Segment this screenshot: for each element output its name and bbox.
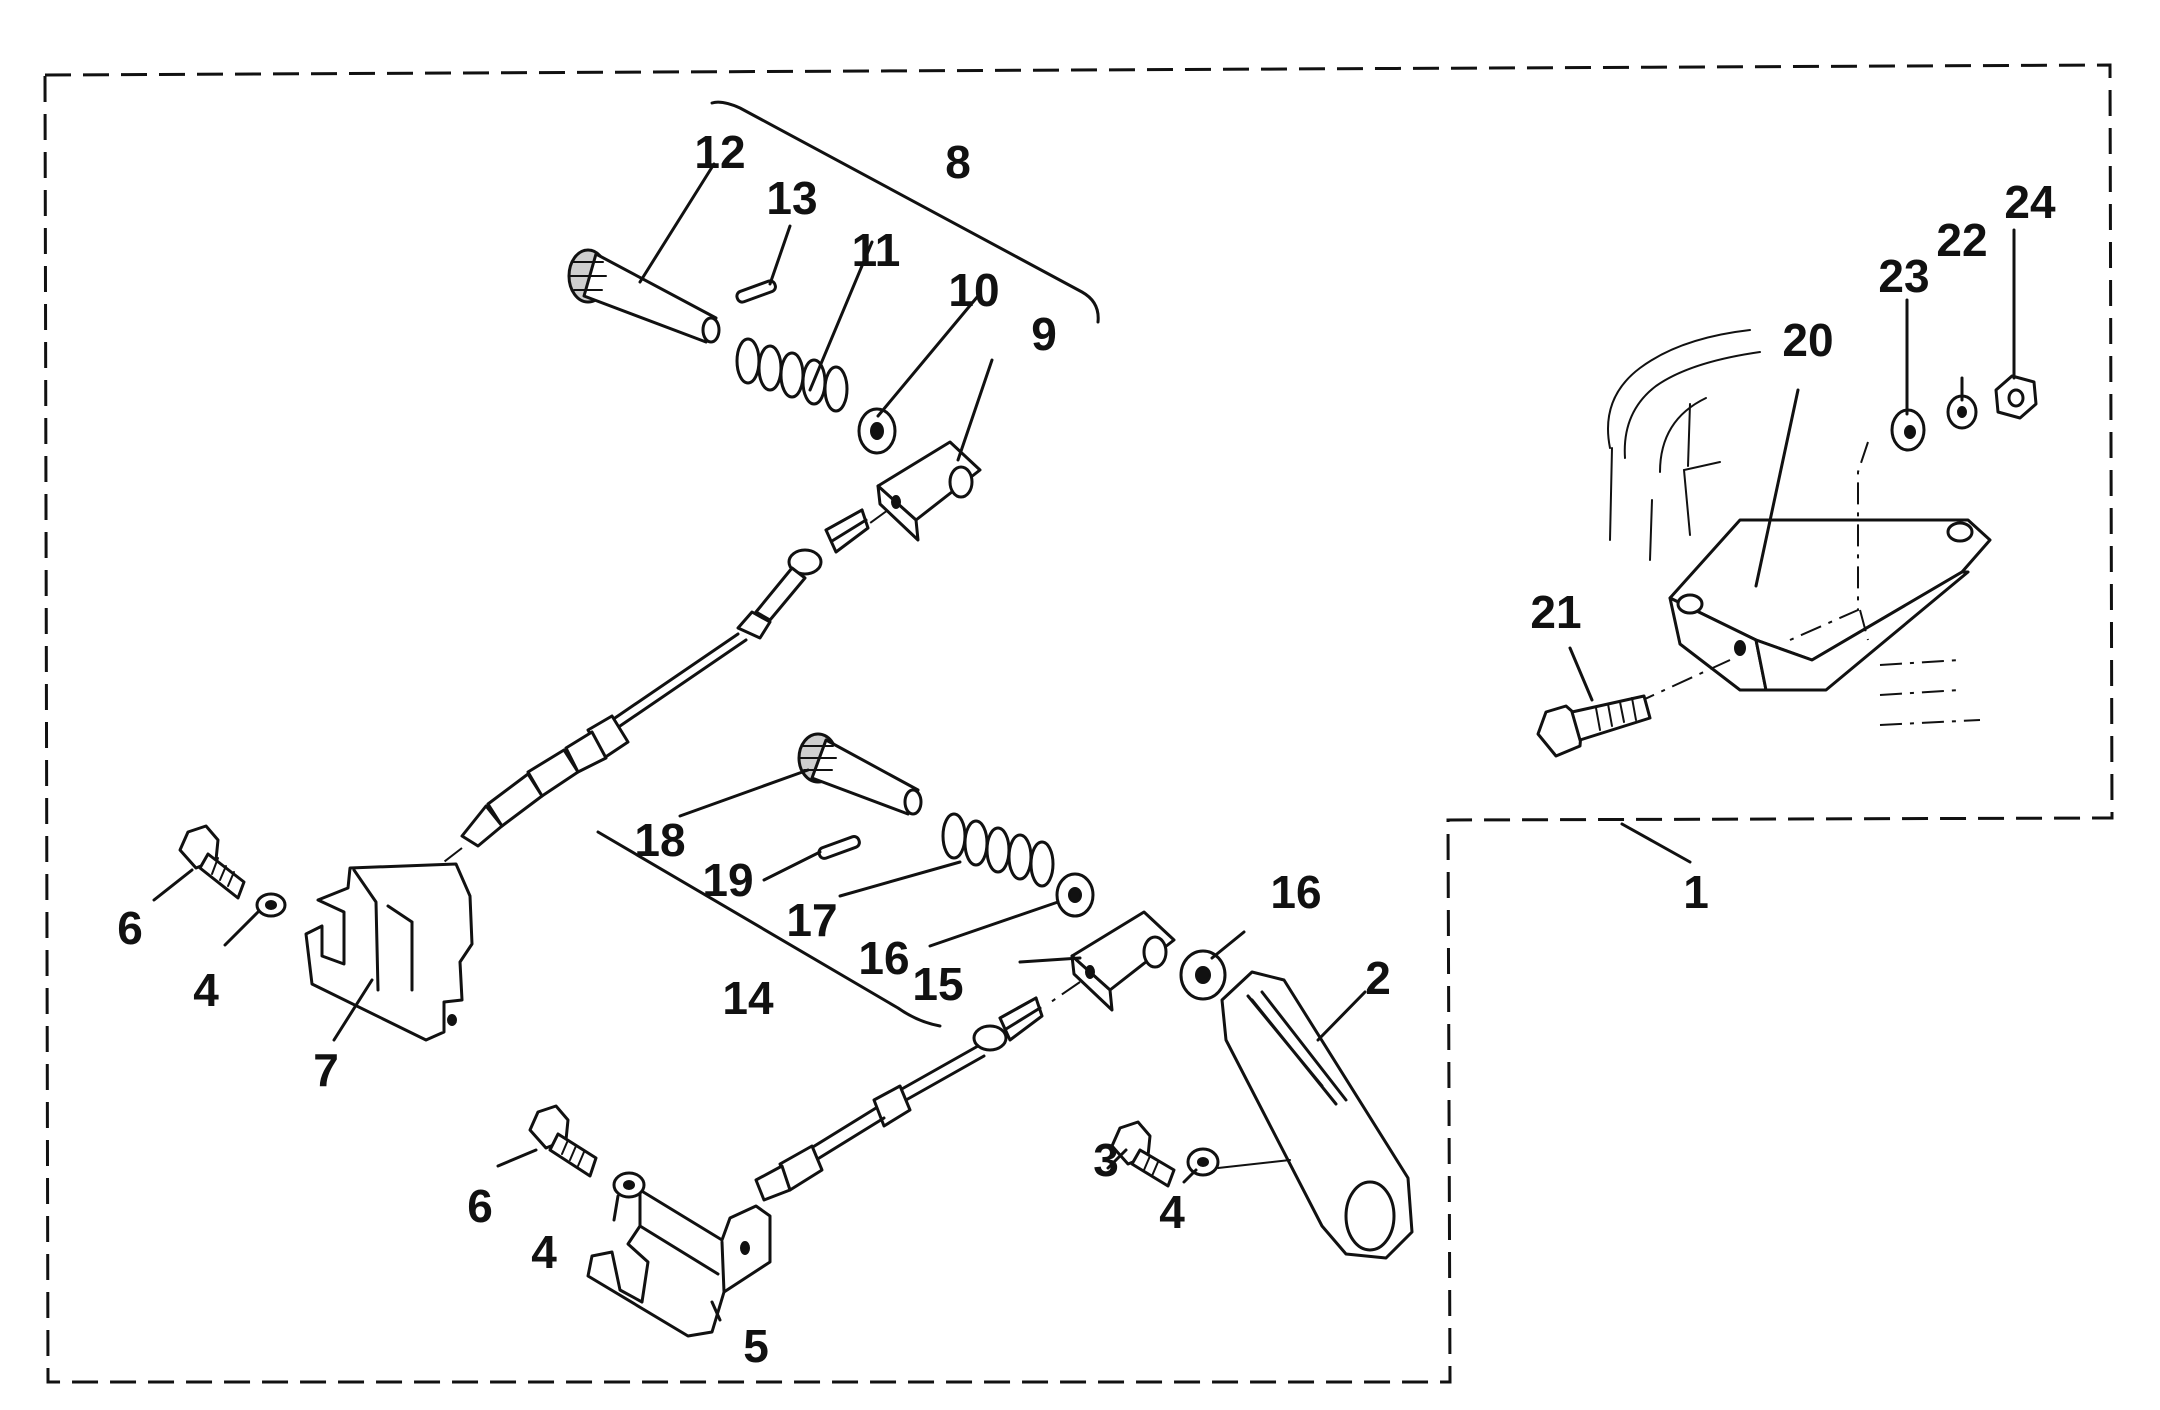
callout-22: 22	[1936, 214, 1987, 266]
callout-20: 20	[1782, 314, 1833, 366]
washer-4-lower-left	[612, 1171, 646, 1199]
shift-cable-lower	[754, 996, 1044, 1202]
callout-6-lower: 6	[467, 1180, 493, 1232]
callout-4-lower-left: 4	[531, 1226, 557, 1278]
callout-21: 21	[1530, 586, 1581, 638]
callout-4-lower-right: 4	[1159, 1186, 1185, 1238]
callout-7: 7	[313, 1044, 339, 1096]
assembly-8-bracket	[710, 100, 1100, 324]
kit-boundary	[43, 63, 2114, 1384]
callout-labels: 1 2 3 4 4 4 5 6 6 7 8 9 10 11 12 13 14 1…	[117, 126, 2056, 1372]
bracket-7	[304, 862, 474, 1042]
callout-24: 24	[2004, 176, 2056, 228]
leader-lines	[152, 162, 2016, 1322]
washer-10	[857, 407, 897, 455]
callout-16-right: 16	[1270, 866, 1321, 918]
callout-9: 9	[1031, 308, 1057, 360]
bracket-5	[586, 1188, 772, 1338]
callout-3: 3	[1093, 1134, 1119, 1186]
washer-16-left	[1055, 872, 1095, 918]
clevis-15	[1070, 910, 1176, 1012]
callout-10: 10	[948, 264, 999, 316]
callout-2: 2	[1365, 952, 1391, 1004]
knob-pin-18	[797, 732, 923, 816]
washer-23	[1890, 408, 1926, 452]
callout-1: 1	[1683, 866, 1709, 918]
pin-13	[735, 279, 777, 304]
callout-6-upper: 6	[117, 902, 143, 954]
pin-19	[817, 835, 861, 860]
spring-17	[941, 812, 1055, 888]
throttle-cable-upper	[460, 508, 870, 848]
lever-2	[1220, 970, 1414, 1260]
clevis-9	[876, 440, 982, 542]
callout-16-left: 16	[858, 932, 909, 984]
assembly-14-bracket	[596, 830, 942, 1028]
washer-4-lower-right	[1186, 1147, 1220, 1177]
callout-4-upper: 4	[193, 964, 219, 1016]
lock-washer-22	[1946, 394, 1978, 430]
screw-6-lower	[528, 1104, 598, 1178]
screw-3	[1110, 1120, 1176, 1188]
callout-15: 15	[912, 958, 963, 1010]
washer-4-upper	[255, 892, 287, 918]
callout-18: 18	[634, 814, 685, 866]
callout-11: 11	[852, 224, 901, 276]
washer-16-right	[1179, 949, 1227, 1001]
callout-14: 14	[722, 972, 774, 1024]
mounting-bracket-20	[1668, 518, 1992, 692]
callout-17: 17	[786, 894, 837, 946]
spring-11	[735, 337, 849, 413]
callout-23: 23	[1878, 250, 1929, 302]
knob-pin-12	[567, 248, 721, 344]
nut-24	[1994, 374, 2038, 420]
bolt-21	[1536, 694, 1652, 758]
callout-5: 5	[743, 1320, 769, 1372]
screw-6-upper	[178, 824, 246, 900]
callout-8: 8	[945, 136, 971, 188]
engine-tube-outline	[1607, 329, 1761, 561]
callout-13: 13	[766, 172, 817, 224]
callout-12: 12	[694, 126, 745, 178]
callout-19: 19	[702, 854, 753, 906]
